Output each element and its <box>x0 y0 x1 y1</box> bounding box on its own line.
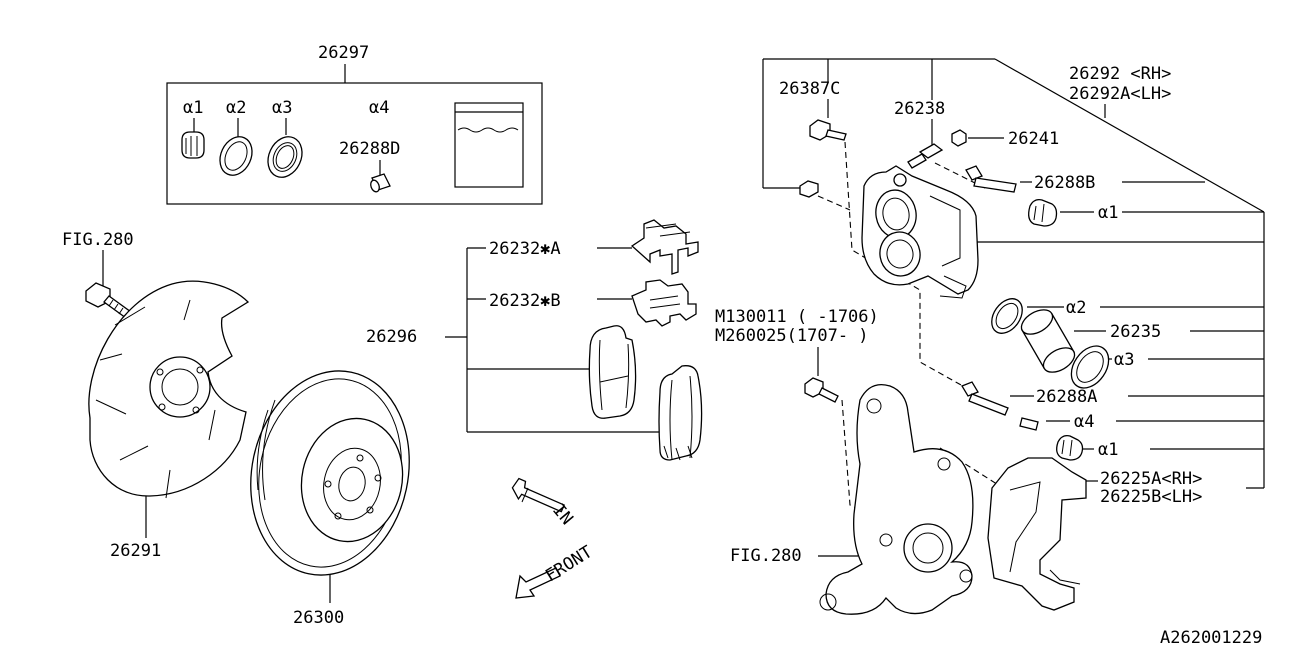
caliper-bolt-lower-icon <box>799 180 819 198</box>
caliper-rh-label: 26292 <RH> <box>1069 64 1171 84</box>
fig-280-label-left: FIG.280 <box>62 230 134 250</box>
piston-seal-icon <box>991 298 1023 334</box>
pin-boot-top-icon <box>1028 198 1058 227</box>
shield-bolt-icon <box>85 282 132 319</box>
kit-tag-a3: α3 <box>272 98 292 118</box>
bleeder-label: 26238 <box>894 99 945 119</box>
pad-clip-a-icon <box>630 219 699 275</box>
bracket-rh-label: 26225A<RH> <box>1100 469 1202 489</box>
caliper-bolt-top-icon <box>809 119 847 141</box>
bracket-lh-label: 26225B<LH> <box>1100 487 1202 507</box>
dust-boot-icon <box>267 118 303 178</box>
brake-pad-outer-icon <box>658 365 703 461</box>
kit-box <box>166 82 543 205</box>
brake-rotor: 26300 <box>250 370 410 628</box>
rotor-part-number: 26300 <box>293 608 344 628</box>
shield-part-number: 26291 <box>110 541 161 561</box>
kit-tag-a4: α4 <box>369 98 389 118</box>
caliper-lh-label: 26292A<LH> <box>1069 84 1171 104</box>
caliper-group: 26387C 26238 26241 26292 <RH> 26292A<LH>… <box>715 58 1265 615</box>
a1-bottom-label: α1 <box>1098 440 1118 460</box>
bleeder-cap-icon <box>951 129 967 147</box>
grease-pack-icon <box>454 102 524 188</box>
caliper-bracket-icon <box>987 457 1087 611</box>
kit-number: 26297 <box>318 43 369 63</box>
bracket-bolt-icon <box>804 377 839 403</box>
clip-b-label: 26232✱B <box>489 291 561 311</box>
diagram-id: A262001229 <box>1160 628 1262 648</box>
a3-label: α3 <box>1114 350 1134 370</box>
pin-a-label: 26288A <box>1036 387 1097 407</box>
guide-pin-b-icon <box>965 165 1017 193</box>
clip-a-label: 26232✱A <box>489 239 561 259</box>
boot-icon <box>181 118 205 159</box>
sleeve-icon <box>370 160 391 193</box>
caliper-piston-icon <box>1020 309 1076 373</box>
in-arrow: IN <box>511 477 577 529</box>
bolt-spec-line1: M130011 ( -1706) <box>715 307 879 327</box>
front-arrow-label: FRONT <box>542 542 596 586</box>
bolt-spec-line2: M260025(1707- ) <box>715 326 869 346</box>
pin-boot-bottom-icon <box>1056 434 1084 461</box>
cap-label: 26241 <box>1008 129 1059 149</box>
steering-knuckle-icon <box>819 383 974 615</box>
caliper-body-icon <box>861 165 979 299</box>
piston-label: 26235 <box>1110 322 1161 342</box>
pad-clip-b-icon <box>631 279 697 327</box>
pad-assembly-label: 26296 <box>366 327 417 347</box>
bolt-c-label: 26387C <box>779 79 840 99</box>
dust-shield: FIG.280 26291 <box>62 230 250 561</box>
pin-b-label: 26288B <box>1034 173 1095 193</box>
a1-top-label: α1 <box>1098 203 1118 223</box>
kit-part-26288D: 26288D <box>339 139 400 159</box>
brake-pad-inner-icon <box>588 325 637 419</box>
a2-label: α2 <box>1066 298 1086 318</box>
a4-label: α4 <box>1074 412 1094 432</box>
pin-sleeve-icon <box>1019 417 1039 431</box>
piston-boot-icon <box>1070 345 1110 389</box>
bleeder-screw-icon <box>907 143 944 169</box>
front-arrow: FRONT <box>515 542 596 599</box>
knuckle-fig-label: FIG.280 <box>730 546 802 566</box>
kit-tag-a2: α2 <box>226 98 246 118</box>
guide-pin-a-icon <box>961 381 1009 416</box>
pad-group: 26232✱A 26232✱B 26296 <box>366 219 703 461</box>
seal-ring-icon <box>219 118 253 176</box>
kit-group: 26297 α1 α2 α3 α4 26288D <box>166 43 543 205</box>
kit-tag-a1: α1 <box>183 98 203 118</box>
